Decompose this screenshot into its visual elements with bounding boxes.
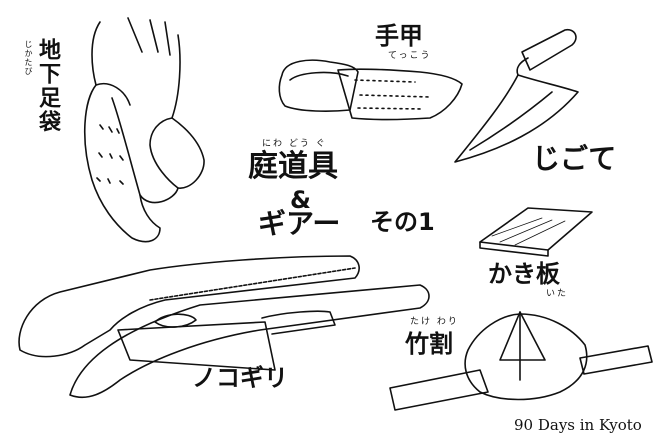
tekkou-drawing (278, 59, 463, 121)
credit-text: 90 Days in Kyoto (514, 416, 642, 434)
takewari-ruby: たけ わり (410, 317, 459, 327)
jikatabi-drawing (84, 17, 205, 243)
tekkou-label: 手甲 (375, 22, 423, 50)
page-title: 庭道具 (248, 149, 338, 184)
kakiita-ruby: いた (546, 289, 569, 299)
kakiita-label: かき板 (488, 260, 560, 288)
title-gear: ギアー (258, 207, 341, 240)
title-ruby: にわ どう ぐ (262, 139, 327, 149)
jigote-label: じごて (532, 142, 617, 175)
tekkou-ruby: てっこう (388, 51, 432, 61)
nokogiri-label: ノコギリ (192, 364, 288, 392)
title-ampersand: & (290, 186, 311, 214)
takewari-label: 竹割 (405, 330, 453, 358)
jikatabi-ruby: じかたび (24, 40, 33, 76)
kakiita-drawing (479, 207, 593, 257)
nokogiri-drawing (18, 255, 430, 399)
jigote-drawing (454, 28, 579, 163)
title-part: その1 (370, 208, 435, 236)
jikatabi-label: 地下足袋 (35, 38, 60, 134)
takewari-drawing (389, 311, 653, 411)
